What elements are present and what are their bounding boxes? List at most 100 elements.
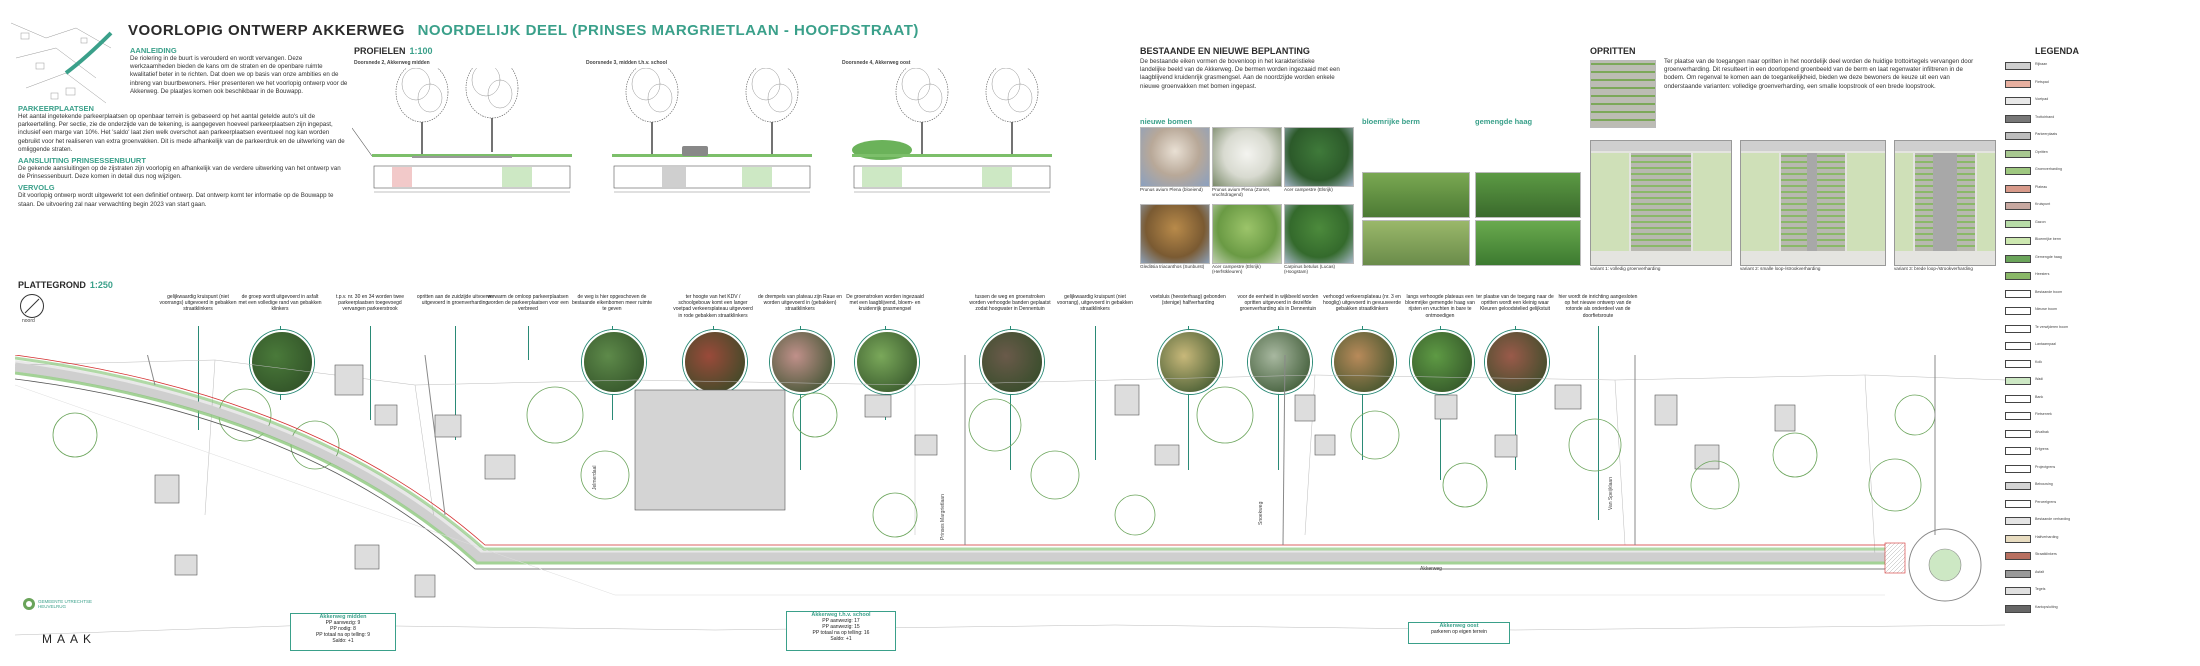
legend-swatch (2005, 429, 2031, 438)
photo-carpinus (1284, 204, 1354, 264)
photo-acer (1284, 127, 1354, 187)
annotation-leader (1188, 326, 1189, 470)
oprit-variant-1-label: variant 1: volledig groenverharding (1590, 266, 1661, 271)
annotation-text: ter plaatse van de toegang naar de oprit… (1476, 294, 1554, 313)
photo-haag-1 (1475, 172, 1581, 218)
page-title: VOORLOPIG ONTWERP AKKERWEG NOORDELIJK DE… (128, 22, 919, 39)
legend-label: Lantaarnpaal (2035, 342, 2056, 346)
legend-item: Wadi (2005, 377, 2195, 385)
vervolg-heading: VERVOLG (18, 183, 55, 193)
legend-item: Afvalbak (2005, 429, 2195, 438)
caption-1: Prunus avium Plena (bloeiend) (1140, 187, 1203, 192)
annotation-leader (1010, 326, 1011, 470)
gemeente-logo: GEMEENTE UTRECHTSE HEUVELRUG (22, 597, 122, 617)
legend-label: Fietspad (2035, 79, 2049, 84)
annotation-text: verwarm de omloop parkeerplaatsen worden… (487, 294, 569, 313)
legend-label: Afvalbak (2035, 429, 2049, 434)
oprit-variant-2-label: variant 2: smalle loop-/strookverharding (1740, 266, 1821, 271)
photo-berm-1 (1362, 172, 1470, 218)
parking-box-school-line-4: Saldo: +1 (830, 636, 852, 642)
north-label: noord (22, 318, 35, 324)
oprit-variant-3 (1894, 140, 1996, 266)
legend-label: Tegels (2035, 587, 2046, 591)
legend-swatch (2005, 552, 2031, 560)
legend-item: Bebouwing (2005, 482, 2195, 490)
legend-item: Bestaande boom (2005, 289, 2195, 298)
annotation-text: verhoogd verkeersplateau (nr. 3 en hoogl… (1322, 294, 1402, 313)
legend-swatch (2005, 412, 2031, 420)
legend-label: Fietsenrek (2035, 412, 2052, 416)
bloemrijke-berm-heading: bloemrijke berm (1362, 117, 1420, 126)
oprit-variant-2 (1740, 140, 1886, 266)
legend-item: Kolk (2005, 359, 2195, 368)
legend-item: Nieuwe boom (2005, 307, 2195, 315)
street-label-jelmerdaal: Jelmerdaal (592, 465, 598, 490)
parking-box-midden-title: Akkerweg midden (319, 614, 367, 620)
oprit-variant-1 (1590, 140, 1732, 266)
legend-label: Heesters (2035, 272, 2050, 276)
opritten-heading: OPRITTEN (1590, 46, 1636, 56)
annotation-leader (1598, 326, 1599, 520)
legend-swatch (2005, 167, 2031, 175)
annotation-text: de groep wordt uitgevoerd in asfalt met … (238, 294, 322, 313)
caption-4: Gleditsia triacanthos (Sunburst) (1140, 264, 1205, 269)
legend-item: Gemengde haag (2005, 254, 2195, 263)
annotation-leader (198, 326, 199, 430)
annotation-text: voor de eenheid in wijkbeeld worden opri… (1237, 294, 1319, 313)
legend-swatch (2005, 62, 2031, 70)
legend-swatch (2005, 114, 2031, 123)
legend-swatch (2005, 499, 2031, 508)
legend-item: Fietsenrek (2005, 412, 2195, 420)
legend-swatch (2005, 394, 2031, 403)
legend-item: Straatklinkers (2005, 552, 2195, 560)
parking-box-oost: Akkerweg oost parkeren op eigen terrein (1408, 622, 1510, 644)
parking-box-midden-line-1: PP aanwezig: 9 (325, 620, 361, 626)
legend-swatch (2005, 359, 2031, 368)
legend-item: Bestaande verharding (2005, 517, 2195, 525)
detail-photo-circle (1158, 330, 1222, 394)
legend-label: Perceelgrens (2035, 499, 2057, 504)
legend-item: Groenverharding (2005, 167, 2195, 175)
legend-swatch (2005, 569, 2031, 578)
north-arrow-icon (20, 294, 44, 318)
oprit-variant-3-label: variant 3: brede loop-/strookverharding (1894, 266, 1973, 271)
legend-label: Projectgrens (2035, 464, 2056, 469)
legend-swatch (2005, 132, 2031, 140)
parking-box-school-line-2: PP aanwezig: 15 (822, 624, 860, 630)
annotation-leader (370, 326, 371, 420)
legend-item: Te verwijderen boom (2005, 324, 2195, 333)
annotation-text: hier wordt de inrichting aangesloten op … (1558, 294, 1638, 319)
profielen-title: PROFIELEN (354, 46, 406, 56)
profiel-label-2: Doorsnede 3, midden t.h.v. school (586, 60, 668, 66)
gemengde-haag-heading: gemengde haag (1475, 117, 1533, 126)
annotation-text: de weg is hier opgeschoven de bestaande … (571, 294, 653, 313)
annotation-leader (455, 326, 456, 440)
gemeente-logo-text: GEMEENTE UTRECHTSE HEUVELRUG (38, 599, 93, 609)
title-main: VOORLOPIG ONTWERP AKKERWEG (128, 22, 405, 39)
photo-prunus-zomer (1212, 127, 1282, 187)
detail-photo-circle (855, 330, 919, 394)
legend-swatch (2005, 464, 2031, 473)
street-label-margrietlaan: Prinses Margrietlaan (940, 494, 946, 540)
legend-item: Projectgrens (2005, 464, 2195, 473)
legend-item: Halfverharding (2005, 534, 2195, 543)
legend-swatch (2005, 272, 2031, 280)
profile-3 (852, 68, 1052, 193)
annotation-text: gelijkwaardig kruispunt (niet voorrangs)… (159, 294, 237, 313)
parkeren-heading: PARKEERPLAATSEN (18, 104, 94, 114)
annotation-leader (528, 326, 529, 360)
profielen-scale: 1:100 (409, 46, 433, 56)
legend-swatch (2005, 342, 2031, 350)
legend-swatch (2005, 237, 2031, 245)
parking-box-school-title: Akkerweg t.h.v. school (811, 612, 871, 618)
legend-label: Parkeerplaats (2035, 132, 2058, 136)
title-sub: NOORDELIJK DEEL (PRINSES MARGRIETLAAN - … (417, 22, 919, 39)
legend-label: Bebouwing (2035, 482, 2053, 486)
maak-logo: MAAK (42, 632, 97, 646)
legend-item: Plateau (2005, 184, 2195, 193)
parking-box-school-line-3: PP totaal na op telling: 16 (812, 630, 870, 636)
legend-label: Voetpad (2035, 97, 2049, 101)
parking-box-oost-title: Akkerweg oost (1439, 623, 1479, 629)
legend-label: Halfverharding (2035, 534, 2059, 539)
caption-3: Acer campestre (Elsrijk) (1284, 187, 1333, 192)
